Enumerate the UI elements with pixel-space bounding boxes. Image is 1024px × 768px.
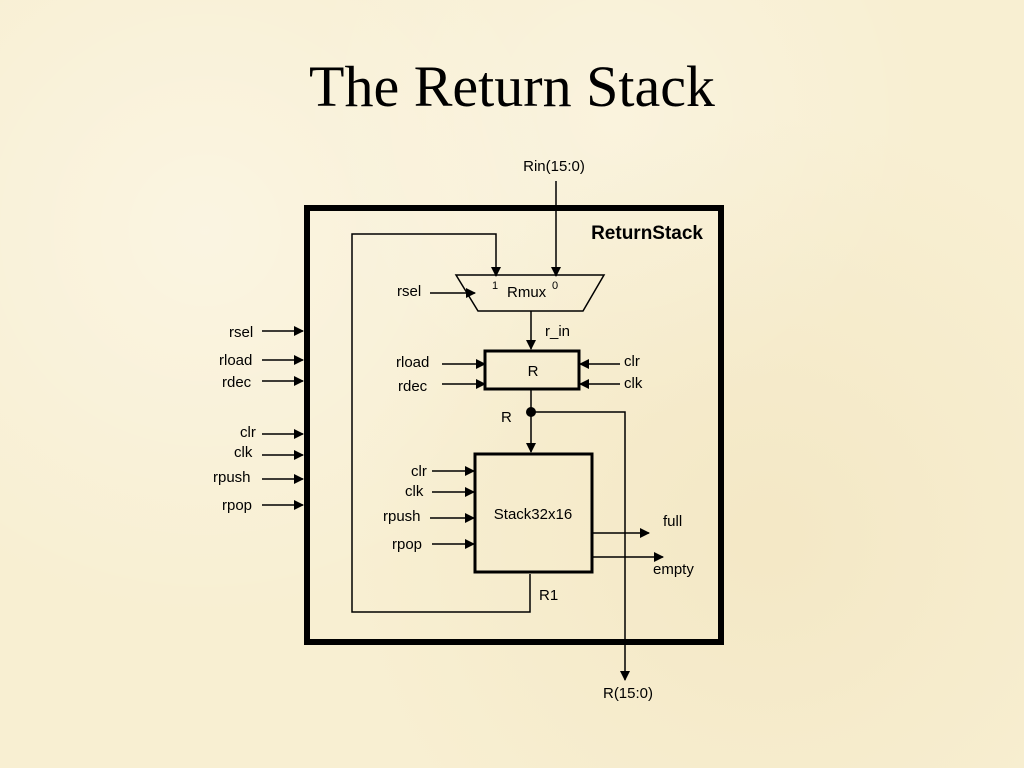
rmux-select-label: rsel	[397, 283, 421, 300]
return-stack-block	[304, 205, 724, 645]
reg-rload-label: rload	[396, 354, 429, 371]
r-out-label: R(15:0)	[603, 685, 653, 702]
reg-rdec-label: rdec	[398, 378, 428, 395]
r-register-label: R	[528, 363, 539, 380]
slide-title: The Return Stack	[309, 54, 715, 119]
stack-rpush-label: rpush	[383, 508, 421, 525]
rin-label: Rin(15:0)	[523, 158, 585, 175]
r1-label: R1	[539, 587, 558, 604]
rmux-input-1-label: 1	[492, 280, 498, 292]
r-register-block	[483, 349, 581, 391]
reg-clr-label: clr	[624, 353, 640, 370]
stack-empty-label: empty	[653, 561, 694, 578]
outer-rdec-label: rdec	[222, 374, 252, 391]
block-title: ReturnStack	[591, 223, 703, 244]
reg-clk-label: clk	[624, 375, 643, 392]
outer-rsel-label: rsel	[229, 324, 253, 341]
rmux-block	[454, 274, 606, 312]
stack-rpop-label: rpop	[392, 536, 422, 553]
stack-block	[473, 452, 594, 574]
rmux-input-0-label: 0	[552, 280, 558, 292]
outer-rload-label: rload	[219, 352, 252, 369]
stack-label: Stack32x16	[494, 506, 572, 523]
stack-full-label: full	[663, 513, 682, 530]
r-in-label: r_in	[545, 323, 570, 340]
outer-rpush-label: rpush	[213, 469, 251, 486]
rmux-label: Rmux	[507, 284, 547, 301]
outer-clk-label: clk	[234, 444, 253, 461]
feedback-wire	[351, 233, 531, 613]
outer-clr-label: clr	[240, 424, 256, 441]
stack-clr-label: clr	[411, 463, 427, 480]
stack-clk-label: clk	[405, 483, 424, 500]
r-output-label: R	[501, 409, 512, 426]
r-out-wire	[531, 411, 630, 681]
outer-rpop-label: rpop	[222, 497, 252, 514]
